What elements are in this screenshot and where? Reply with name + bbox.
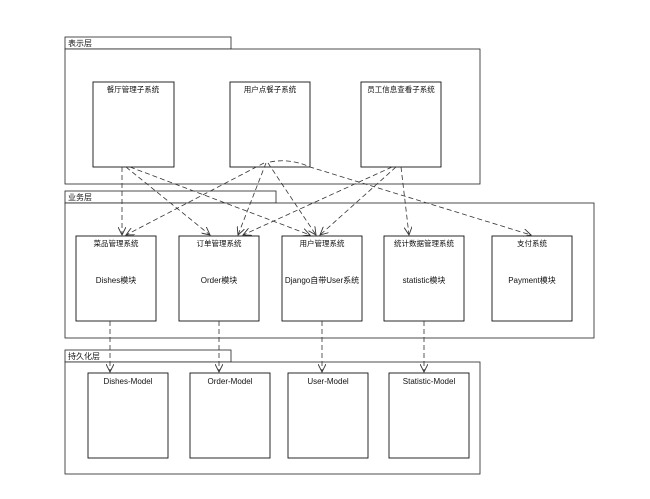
model-statistic: Statistic-Model [388,372,470,459]
layer-label: 持久化层 [68,351,100,361]
component-box [491,235,573,322]
model-order: Order-Model [189,372,271,459]
component-title: 菜品管理系统 [94,238,139,248]
component-box [287,372,369,459]
arrow-staff-to-user [320,166,397,235]
component-title: 订单管理系统 [197,238,242,248]
component-title: 用户管理系统 [300,238,345,248]
component-user-ordering: 用户点餐子系统 [229,81,311,168]
component-box [383,235,465,322]
component-title: Dishes-Model [104,377,153,386]
layer-label: 业务层 [68,192,92,202]
component-box [75,235,157,322]
component-box [178,235,260,322]
component-user-management: 用户管理系统 Django自带User系统 [281,235,363,322]
model-user: User-Model [287,372,369,459]
layer-tab [64,190,277,204]
component-title: 支付系统 [517,238,547,248]
component-subtitle: Django自带User系统 [285,275,359,285]
component-title: Statistic-Model [403,377,456,386]
component-order-management: 订单管理系统 Order模块 [178,235,260,322]
arrow-user-ordering-to-payment [269,160,531,235]
layer-label: 表示层 [68,38,92,48]
component-box [92,81,175,168]
component-restaurant-management: 餐厅管理子系统 [92,81,175,168]
component-title: 统计数据管理系统 [394,238,454,248]
component-staff-info: 员工信息查看子系统 [360,81,442,168]
component-subtitle: statistic模块 [403,275,446,285]
arrow-user-ordering-to-order [238,162,267,235]
component-title: 用户点餐子系统 [244,84,297,94]
component-box [229,81,311,168]
arrow-user-ordering-to-user [267,162,316,235]
arrow-staff-to-order [243,166,393,235]
arrow-user-ordering-to-dishes [126,162,265,235]
arrow-staff-to-statistic [400,166,409,235]
arrow-restaurant-to-order [125,166,210,235]
component-box [388,372,470,459]
component-box [87,372,169,459]
component-title: User-Model [307,377,349,386]
component-subtitle: Payment模块 [508,275,556,285]
component-title: Order-Model [208,377,253,386]
dependency-arrows [110,160,531,372]
component-subtitle: Dishes模块 [96,275,136,285]
component-title: 餐厅管理子系统 [107,84,160,94]
component-box [360,81,442,168]
component-dishes-management: 菜品管理系统 Dishes模块 [75,235,157,322]
component-subtitle: Order模块 [201,275,237,285]
arrow-restaurant-to-user [129,166,310,235]
component-statistic-management: 统计数据管理系统 statistic模块 [383,235,465,322]
layer-persistence: 持久化层 Dishes-Model Order-Model User-Model… [64,349,481,475]
component-title: 员工信息查看子系统 [367,84,435,94]
component-box [189,372,271,459]
component-payment: 支付系统 Payment模块 [491,235,573,322]
model-dishes: Dishes-Model [87,372,169,459]
layer-business: 业务层 菜品管理系统 Dishes模块 订单管理系统 Order模块 用户管理系… [64,190,595,339]
